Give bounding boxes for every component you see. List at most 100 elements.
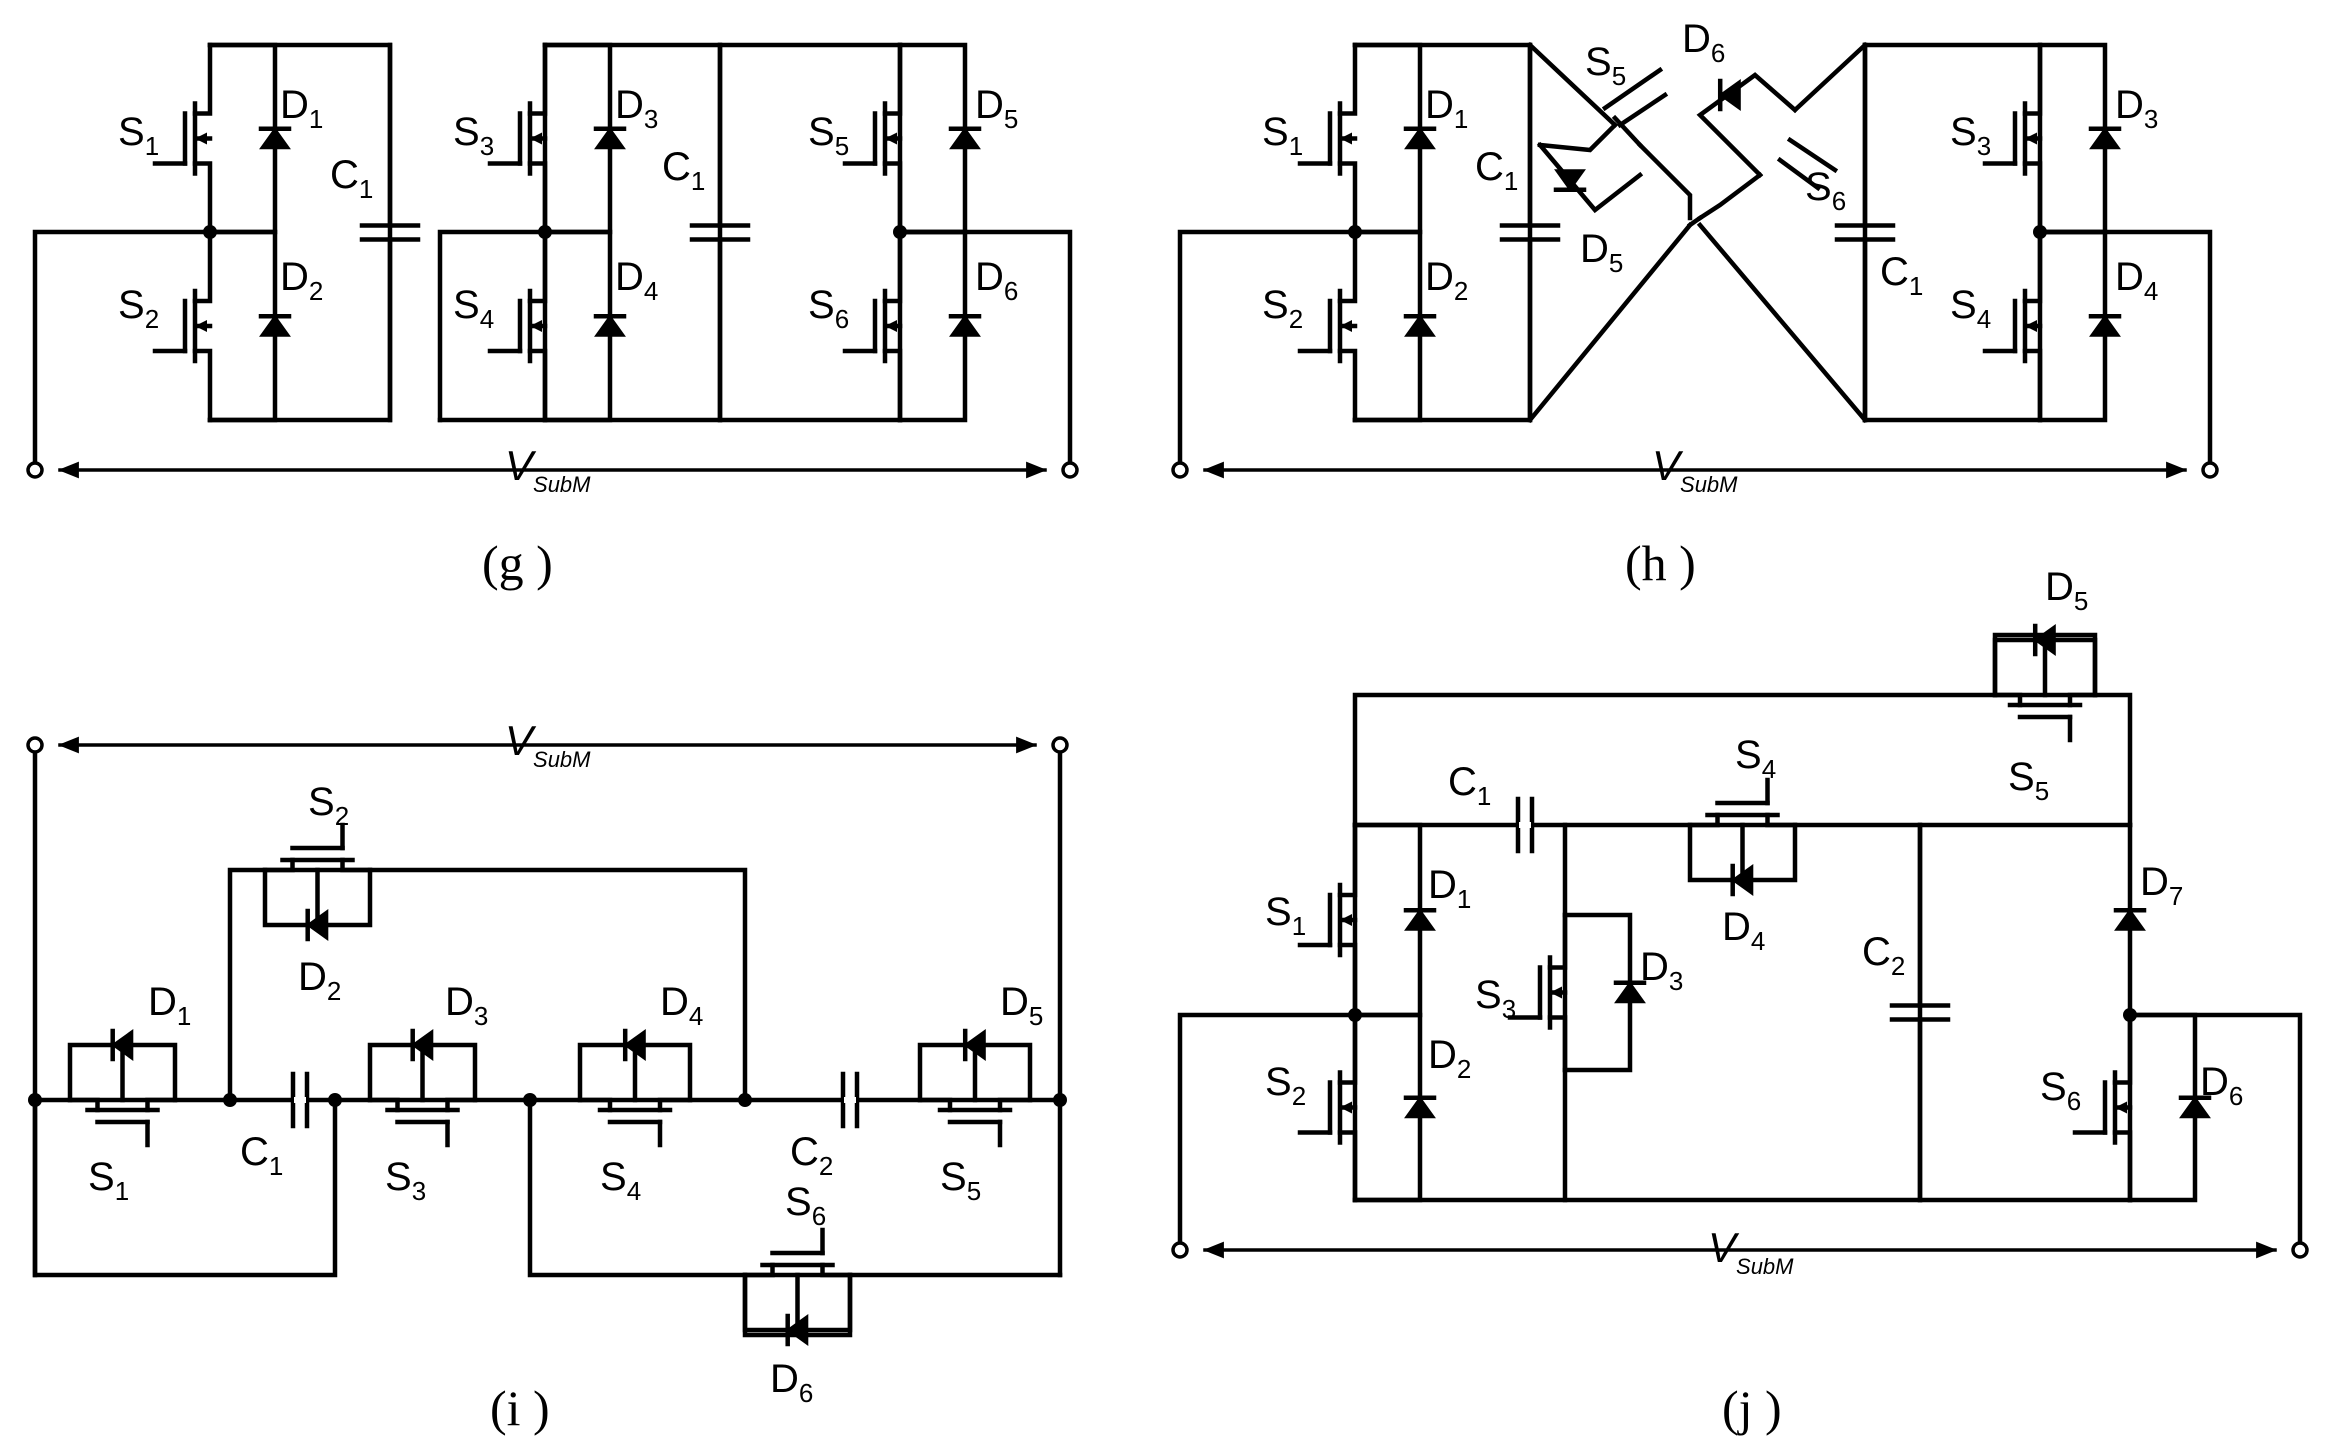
label-s6-j: S6 [2040, 1065, 2081, 1116]
label-d6-j: D6 [2200, 1060, 2243, 1111]
arrow-head [195, 320, 207, 332]
junction-dot-icon [2033, 225, 2047, 239]
label-d3-h: D3 [2115, 83, 2158, 134]
switch-s4-j [1687, 777, 1798, 897]
label-s1-j: S1 [1265, 890, 1306, 941]
arrow-head [1340, 132, 1352, 145]
label-d4-g: D4 [615, 255, 658, 306]
label-d4-j: D4 [1722, 905, 1765, 956]
label-s2-h: S2 [1262, 283, 1303, 334]
diode-icon [305, 909, 329, 941]
label-s4-i: S4 [600, 1155, 641, 1206]
switch-s2-g [152, 229, 292, 423]
terminal-circle-icon[interactable] [2291, 1241, 2309, 1259]
diode-icon [1554, 169, 1586, 192]
panel-g-circuit [32, 42, 1073, 479]
terminal-circle-icon[interactable] [26, 736, 44, 754]
junction-dot-icon [523, 1093, 537, 1107]
label-d7-j: D7 [2140, 860, 2183, 911]
junction-dot-icon [328, 1093, 342, 1107]
capacitor-c1a-g [359, 42, 421, 423]
diode-icon [1404, 314, 1436, 337]
label-d2-j: D2 [1428, 1033, 1471, 1084]
diode-icon [1730, 864, 1754, 896]
switch-s1-g [152, 42, 292, 235]
caption-i: (i ) [490, 1380, 550, 1436]
arrow-head [2025, 132, 2037, 145]
diode-icon [949, 314, 981, 337]
label-d2-g: D2 [280, 255, 323, 306]
capacitor-c1a-h [1499, 42, 1561, 423]
junction-dot-icon [893, 225, 907, 239]
label-d2-h: D2 [1425, 255, 1468, 306]
label-s4-j: S4 [1735, 733, 1776, 784]
label-d6-g: D6 [975, 255, 1018, 306]
switch-s4-g [487, 229, 627, 423]
junction-dot-icon [203, 225, 217, 239]
diode-icon [259, 126, 291, 150]
label-c1a-g: C1 [330, 153, 373, 204]
capacitor-c1b-h [1834, 42, 1896, 423]
capacitor-c2-j [1889, 822, 1951, 1203]
diode-icon [2114, 908, 2146, 931]
capacitor-c1b-g [689, 42, 751, 423]
label-s4-h: S4 [1950, 283, 1991, 334]
label-d4-i: D4 [660, 980, 703, 1031]
diode-icon [2089, 314, 2121, 337]
switch-s4-i [577, 1028, 693, 1148]
caption-j: (j ) [1722, 1380, 1782, 1436]
label-d1-j: D1 [1428, 863, 1471, 914]
capacitor-c1-i [290, 1071, 310, 1129]
arrow-head [1340, 914, 1352, 926]
label-d6-h: D6 [1682, 17, 1725, 68]
terminal-circle-icon[interactable] [1061, 461, 1079, 479]
capacitor-c2-i [840, 1071, 860, 1129]
switch-s5-h [1553, 66, 1669, 193]
label-d5-j: D5 [2045, 565, 2088, 616]
junction-dot-icon [538, 225, 552, 239]
arrow-head [1340, 320, 1352, 332]
diode-icon [1404, 126, 1436, 150]
label-vsubm-g: VSubM [505, 442, 591, 497]
capacitor-c1-j [1515, 796, 1535, 854]
label-vsubm-i: VSubM [505, 717, 591, 772]
label-s5-g: S5 [808, 110, 849, 161]
label-s3-i: S3 [385, 1155, 426, 1206]
diode-icon [1718, 79, 1741, 111]
panel-i-circuit [32, 736, 1063, 1338]
switch-s6-h [1717, 78, 1839, 192]
label-d5-i: D5 [1000, 980, 1043, 1031]
junction-dot-icon [28, 1093, 42, 1107]
switch-s3-j [1507, 912, 1647, 1073]
label-s2-i: S2 [308, 780, 349, 831]
arrow-head [195, 132, 207, 145]
diode-icon [259, 314, 291, 337]
label-s6-g: S6 [808, 283, 849, 334]
junction-dot-icon [1053, 1093, 1067, 1107]
terminal-circle-icon[interactable] [26, 461, 44, 479]
arrow-head [1340, 1101, 1352, 1114]
label-c2-j: C2 [1862, 930, 1905, 981]
label-d1-h: D1 [1425, 83, 1468, 134]
diode-icon [594, 314, 626, 337]
label-s1-h: S1 [1262, 110, 1303, 161]
arrow-head [2115, 1101, 2127, 1114]
diode-icon [623, 1029, 646, 1061]
label-c1b-g: C1 [662, 145, 705, 196]
terminal-circle-icon[interactable] [1171, 1241, 1189, 1259]
label-vsubm-j: VSubM [1708, 1224, 1794, 1279]
terminal-circle-icon[interactable] [1171, 461, 1189, 479]
panel-h-circuit [1177, 41, 2213, 479]
diode-icon [1404, 908, 1436, 931]
terminal-circle-icon[interactable] [1051, 736, 1069, 754]
label-c2-i: C2 [790, 1130, 833, 1181]
label-s2-j: S2 [1265, 1060, 1306, 1111]
terminal-circle-icon[interactable] [2201, 461, 2219, 479]
label-s5-h: S5 [1585, 40, 1626, 91]
switch-s5-g [842, 42, 982, 235]
junction-dot-icon [738, 1093, 752, 1107]
switch-s6-j [2072, 1012, 2212, 1203]
label-s1-i: S1 [88, 1155, 129, 1206]
